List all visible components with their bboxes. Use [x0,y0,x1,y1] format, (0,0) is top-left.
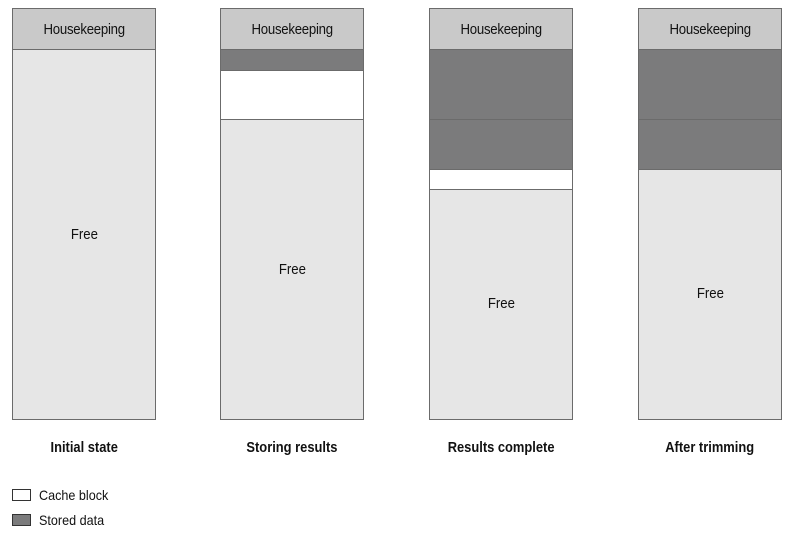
housekeeping-label: Housekeeping [460,20,542,38]
legend-item-stored-data: Stored data [12,509,116,531]
free-label: Free [278,261,306,278]
free-segment [13,50,155,419]
free-label: Free [696,285,724,302]
memory-block-diagram: Housekeeping Free [12,8,156,420]
housekeeping-segment: Housekeeping [430,9,572,50]
housekeeping-label: Housekeeping [669,20,751,38]
legend-label: Stored data [39,512,105,528]
free-segment [639,170,781,419]
free-segment [221,120,363,419]
memory-block-diagram: Housekeeping Free [220,8,364,420]
memory-column-results-complete: Housekeeping Free Results complete [429,8,573,456]
housekeeping-segment: Housekeeping [639,9,781,50]
stored-data-segment [639,50,781,120]
state-caption: Initial state [50,439,118,456]
memory-block-diagram: Housekeeping Free [638,8,782,420]
state-caption: After trimming [665,439,755,456]
housekeeping-label: Housekeeping [251,20,333,38]
stored-data-swatch [12,514,31,526]
housekeeping-segment: Housekeeping [13,9,155,50]
legend-item-cache-block: Cache block [12,484,116,506]
stored-data-segment [430,120,572,170]
housekeeping-label: Housekeeping [43,20,125,38]
housekeeping-segment: Housekeeping [221,9,363,50]
memory-column-initial-state: Housekeeping Free Initial state [12,8,156,456]
stored-data-segment [221,50,363,71]
state-caption: Results complete [447,439,555,456]
cache-block-swatch [12,489,31,501]
free-label: Free [487,295,515,312]
memory-column-after-trimming: Housekeeping Free After trimming [638,8,782,456]
legend: Cache block Stored data [12,484,116,534]
free-segment [430,190,572,419]
state-caption: Storing results [246,439,338,456]
free-label: Free [70,226,98,243]
stored-data-segment [639,120,781,170]
memory-block-diagram: Housekeeping Free [429,8,573,420]
legend-label: Cache block [39,487,109,503]
stored-data-segment [430,50,572,120]
cache-block-segment [221,71,363,120]
memory-column-storing-results: Housekeeping Free Storing results [220,8,364,456]
cache-block-segment [430,170,572,190]
